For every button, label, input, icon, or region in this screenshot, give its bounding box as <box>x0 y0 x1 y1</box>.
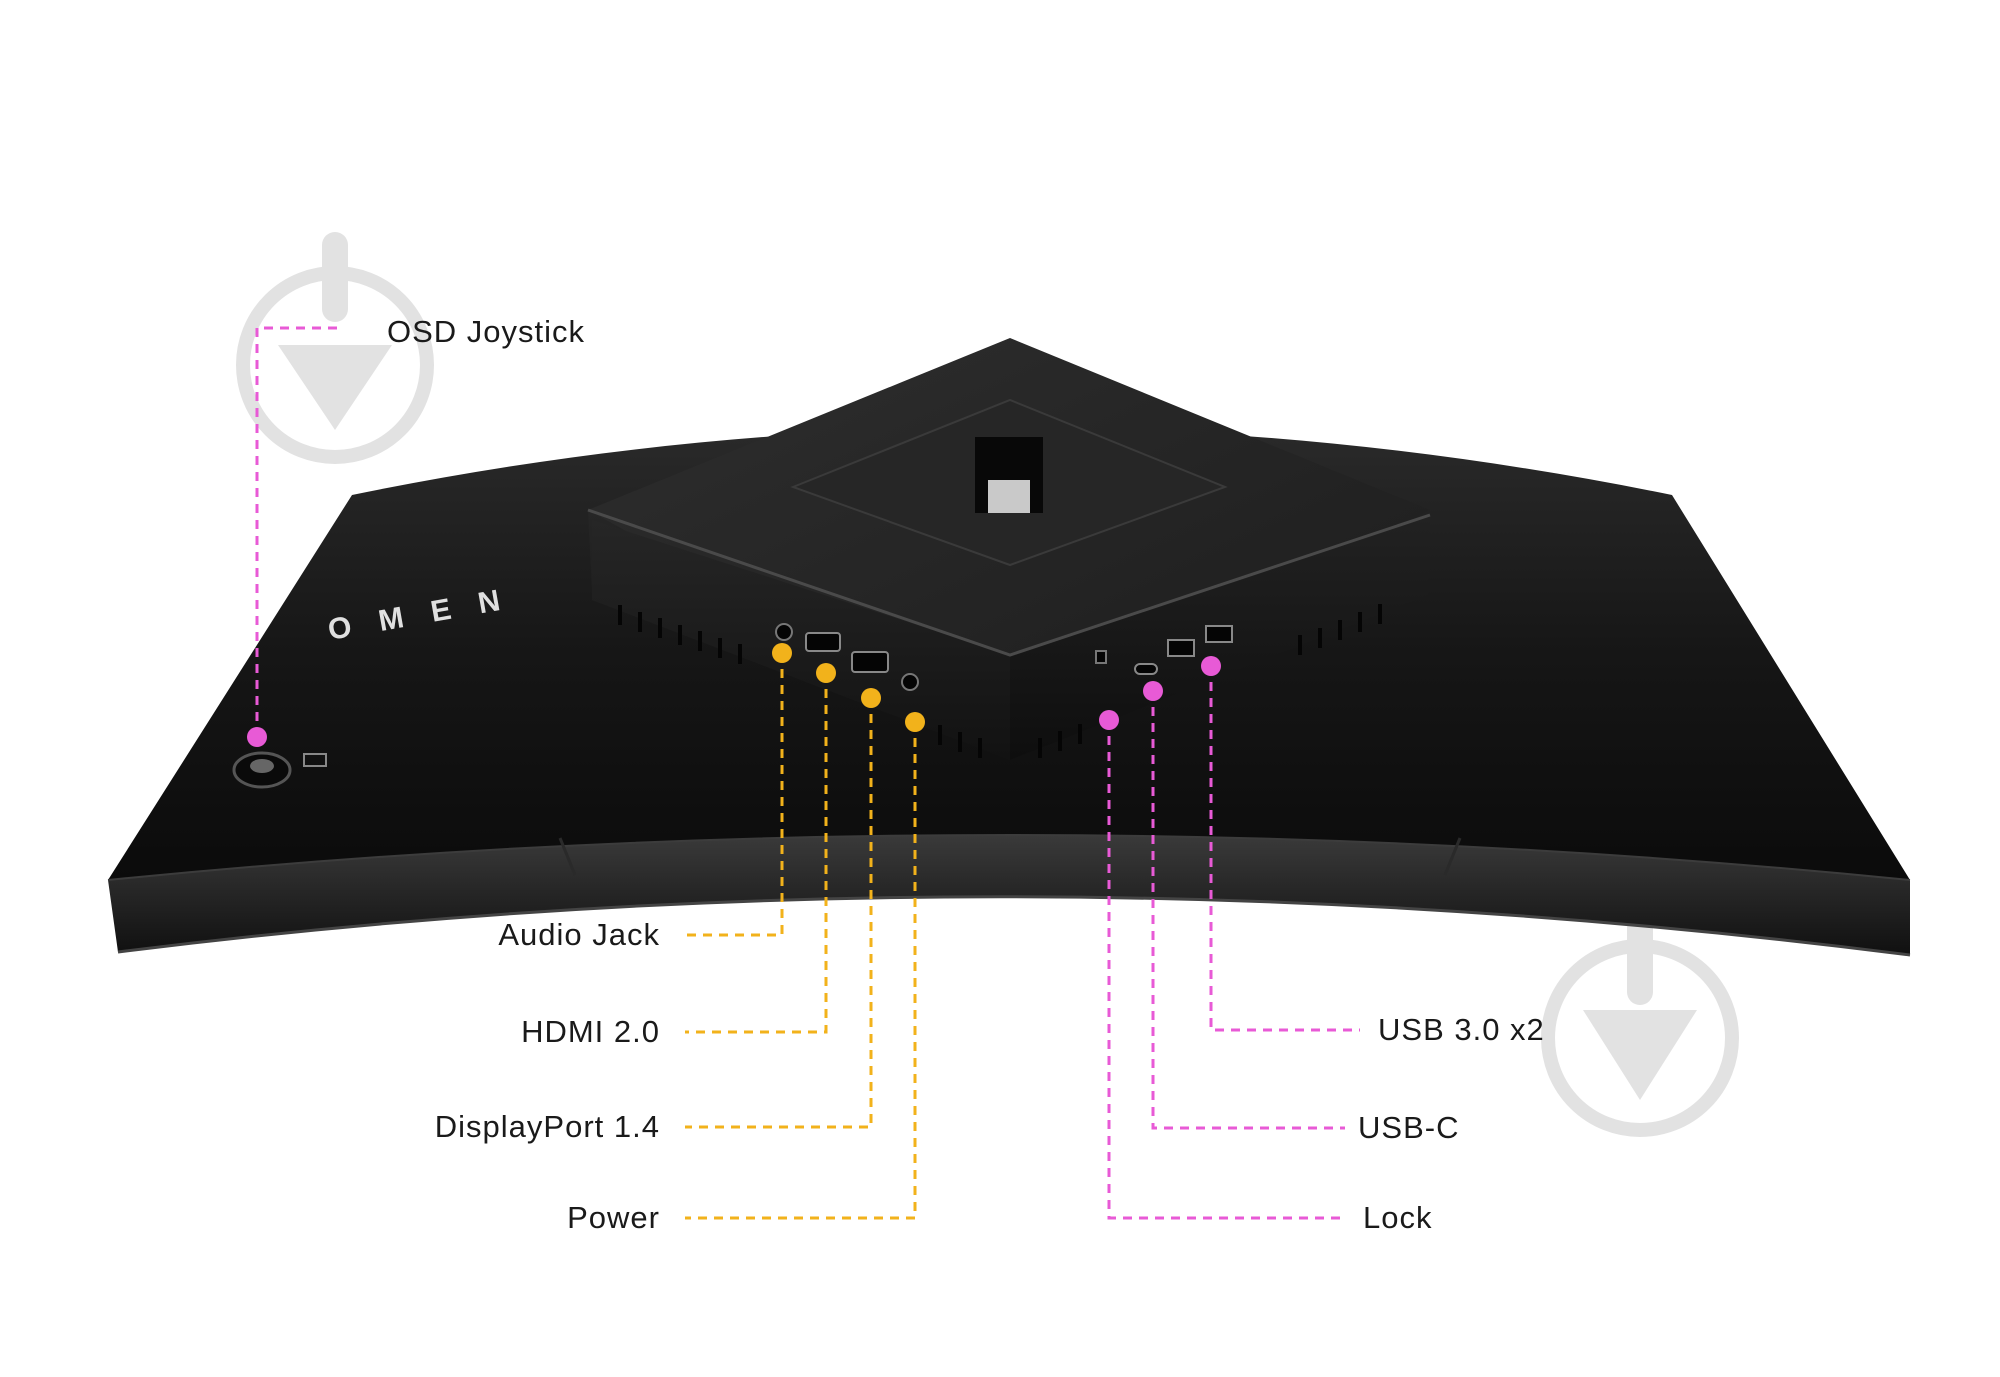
watermark-download-icon-bottom <box>1541 915 1739 1137</box>
label-lock: Lock <box>1363 1200 1433 1235</box>
usb-c-port <box>1134 663 1158 675</box>
label-osd-joystick: OSD Joystick <box>387 314 586 349</box>
audio-jack-port <box>775 623 793 641</box>
watermark-download-icon-top <box>236 232 434 464</box>
label-usb30: USB 3.0 x2 <box>1378 1012 1545 1047</box>
usb-a-port-1 <box>1167 639 1195 657</box>
orange-callout-dots <box>772 643 925 732</box>
usb-a-port-2 <box>1205 625 1233 643</box>
label-hdmi: HDMI 2.0 <box>521 1014 660 1049</box>
stand-port-box <box>587 338 1431 760</box>
label-usbc: USB-C <box>1358 1110 1460 1145</box>
orange-callout-lines <box>685 653 917 1220</box>
lock-slot <box>1095 650 1107 664</box>
osd-joystick-knob <box>232 751 327 789</box>
power-port <box>901 673 919 691</box>
label-audio-jack: Audio Jack <box>498 917 660 952</box>
label-power: Power <box>567 1200 660 1235</box>
magenta-callout-lines <box>255 326 1360 1220</box>
hdmi-port <box>805 632 841 652</box>
displayport-port <box>851 651 889 673</box>
label-displayport: DisplayPort 1.4 <box>434 1109 660 1144</box>
magenta-callout-dots <box>247 656 1221 747</box>
